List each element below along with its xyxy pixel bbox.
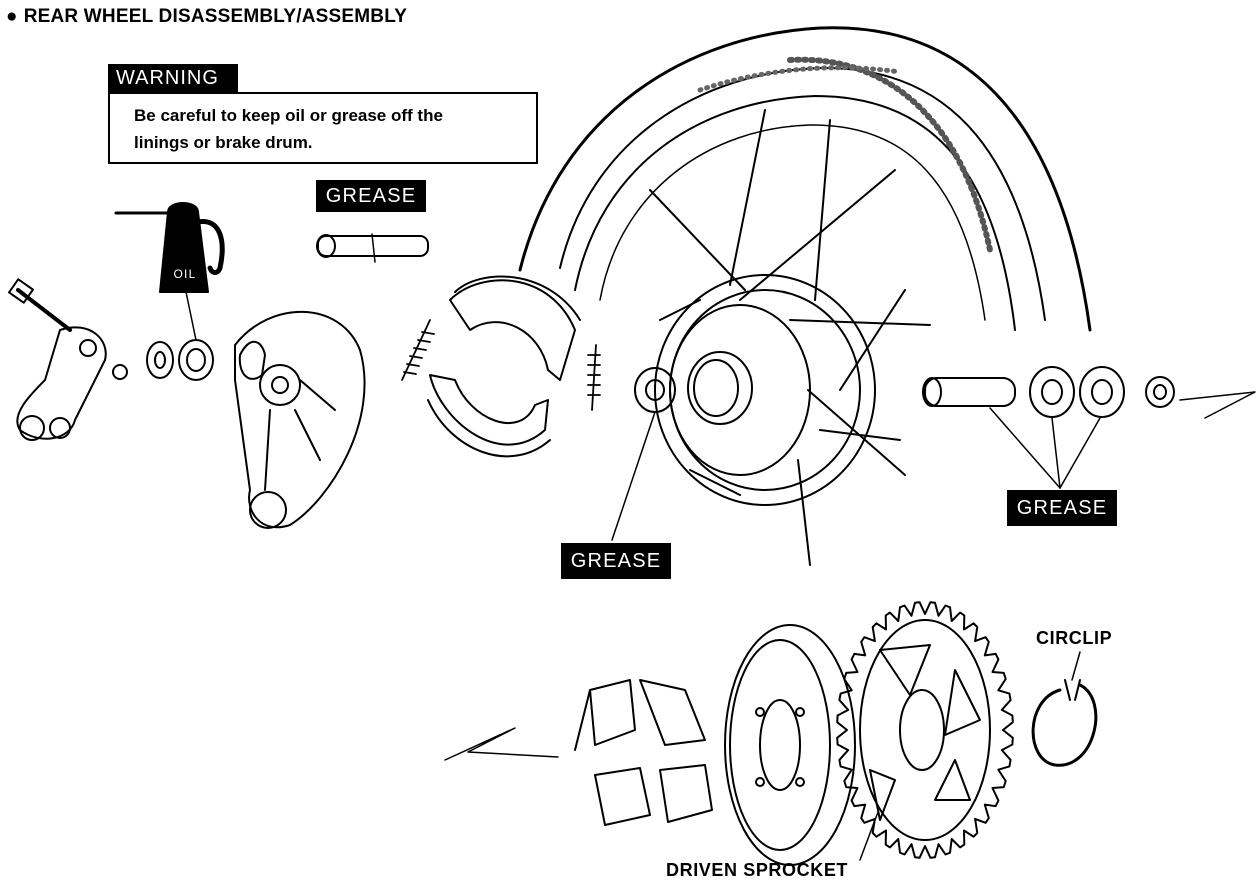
- pivot-pin: [316, 233, 429, 263]
- brake-arm: [8, 278, 128, 441]
- hub-grease-leader: [611, 411, 656, 541]
- driven-sprocket: [836, 601, 1014, 859]
- page-title: ●REAR WHEEL DISASSEMBLY/ASSEMBLY: [6, 6, 407, 28]
- bullet-icon: ●: [6, 6, 18, 27]
- spring-left: [401, 319, 435, 381]
- oil-seal: [146, 291, 214, 381]
- sprocket-leader: [859, 811, 879, 861]
- oil-label: OIL: [173, 267, 197, 281]
- tire: [518, 26, 1092, 332]
- warning-line-1: Be careful to keep oil or grease off the: [134, 106, 443, 125]
- driven-sprocket-label: DRIVEN SPROCKET: [666, 860, 849, 880]
- bearing-right: [1079, 366, 1125, 418]
- brake-shoe-lower: [427, 374, 551, 458]
- circlip-label: CIRCLIP: [1036, 628, 1113, 648]
- collar: [1145, 376, 1175, 408]
- spring-right: [587, 344, 601, 411]
- circlip: [1031, 679, 1098, 767]
- grease-tag-pivot: GREASE: [316, 180, 426, 212]
- grease-tag-hub: GREASE: [561, 543, 671, 579]
- axle-spacer: [922, 377, 1016, 407]
- grease-tag-bearings: GREASE: [1007, 490, 1117, 526]
- damper-rubbers: [574, 679, 713, 826]
- page-title-text: REAR WHEEL DISASSEMBLY/ASSEMBLY: [23, 6, 408, 27]
- circlip-leader: [1071, 651, 1081, 681]
- oil-can-icon: [114, 202, 225, 293]
- bearing-left: [1029, 366, 1075, 418]
- hub: [634, 274, 876, 506]
- sprocket-carrier: [724, 624, 856, 866]
- brake-shoe-upper: [449, 275, 581, 381]
- axle-direction-arrow: [1179, 391, 1256, 419]
- sprocket-direction-arrow: [444, 727, 559, 761]
- brake-panel: [234, 310, 366, 529]
- warning-line-2: linings or brake drum.: [134, 133, 313, 152]
- warning-tag: WARNING: [108, 64, 238, 92]
- bearing-grease-leaders: [989, 407, 1101, 489]
- spokes: [649, 109, 931, 566]
- warning-box: Be careful to keep oil or grease off the…: [108, 92, 538, 164]
